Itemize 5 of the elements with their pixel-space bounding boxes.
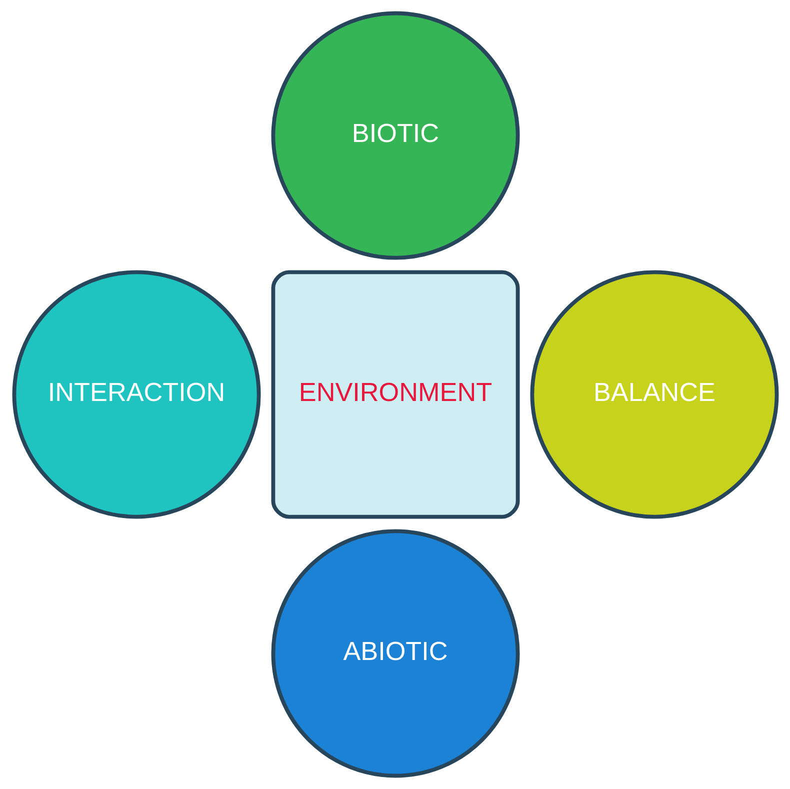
node-circle: BALANCE — [530, 270, 778, 519]
node-box: ENVIRONMENT — [270, 270, 520, 519]
node-circle: BIOTIC — [270, 11, 520, 260]
node-circle: ABIOTIC — [270, 529, 520, 778]
node-circle: INTERACTION — [12, 270, 260, 519]
